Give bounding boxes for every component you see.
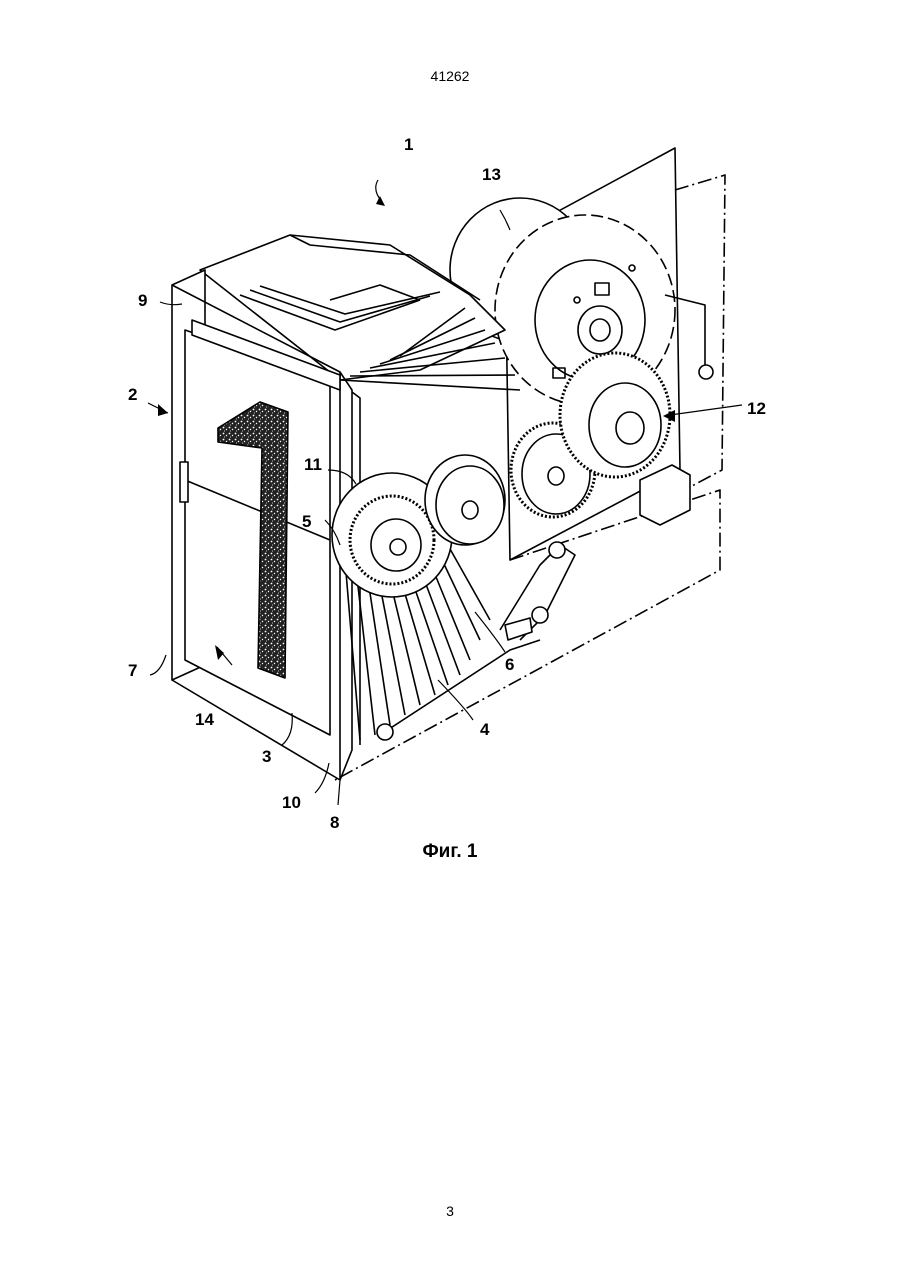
ref-label-14: 14	[195, 710, 214, 729]
ref-label-1: 1	[404, 135, 413, 154]
ref-label-7: 7	[128, 661, 137, 680]
figure-caption: Фиг. 1	[0, 841, 900, 863]
ref-label-5: 5	[302, 512, 311, 531]
page-number: 3	[0, 1203, 900, 1219]
ref-label-10: 10	[282, 793, 301, 812]
flip-display-drawing: 1 13 9 2 11 12 5 6 7 14 4 3 10 8	[100, 120, 800, 840]
ref-label-6: 6	[505, 655, 514, 674]
patent-figure: 1 13 9 2 11 12 5 6 7 14 4 3 10 8	[100, 120, 800, 840]
ref-label-8: 8	[330, 813, 339, 832]
ref-label-3: 3	[262, 747, 271, 766]
ref-label-2: 2	[128, 385, 137, 404]
ref-label-12: 12	[747, 399, 766, 418]
ref-label-9: 9	[138, 291, 147, 310]
document-number: 41262	[0, 68, 900, 84]
ref-label-4: 4	[480, 720, 490, 739]
ref-label-11: 11	[304, 455, 322, 474]
ref-label-13: 13	[482, 165, 501, 184]
